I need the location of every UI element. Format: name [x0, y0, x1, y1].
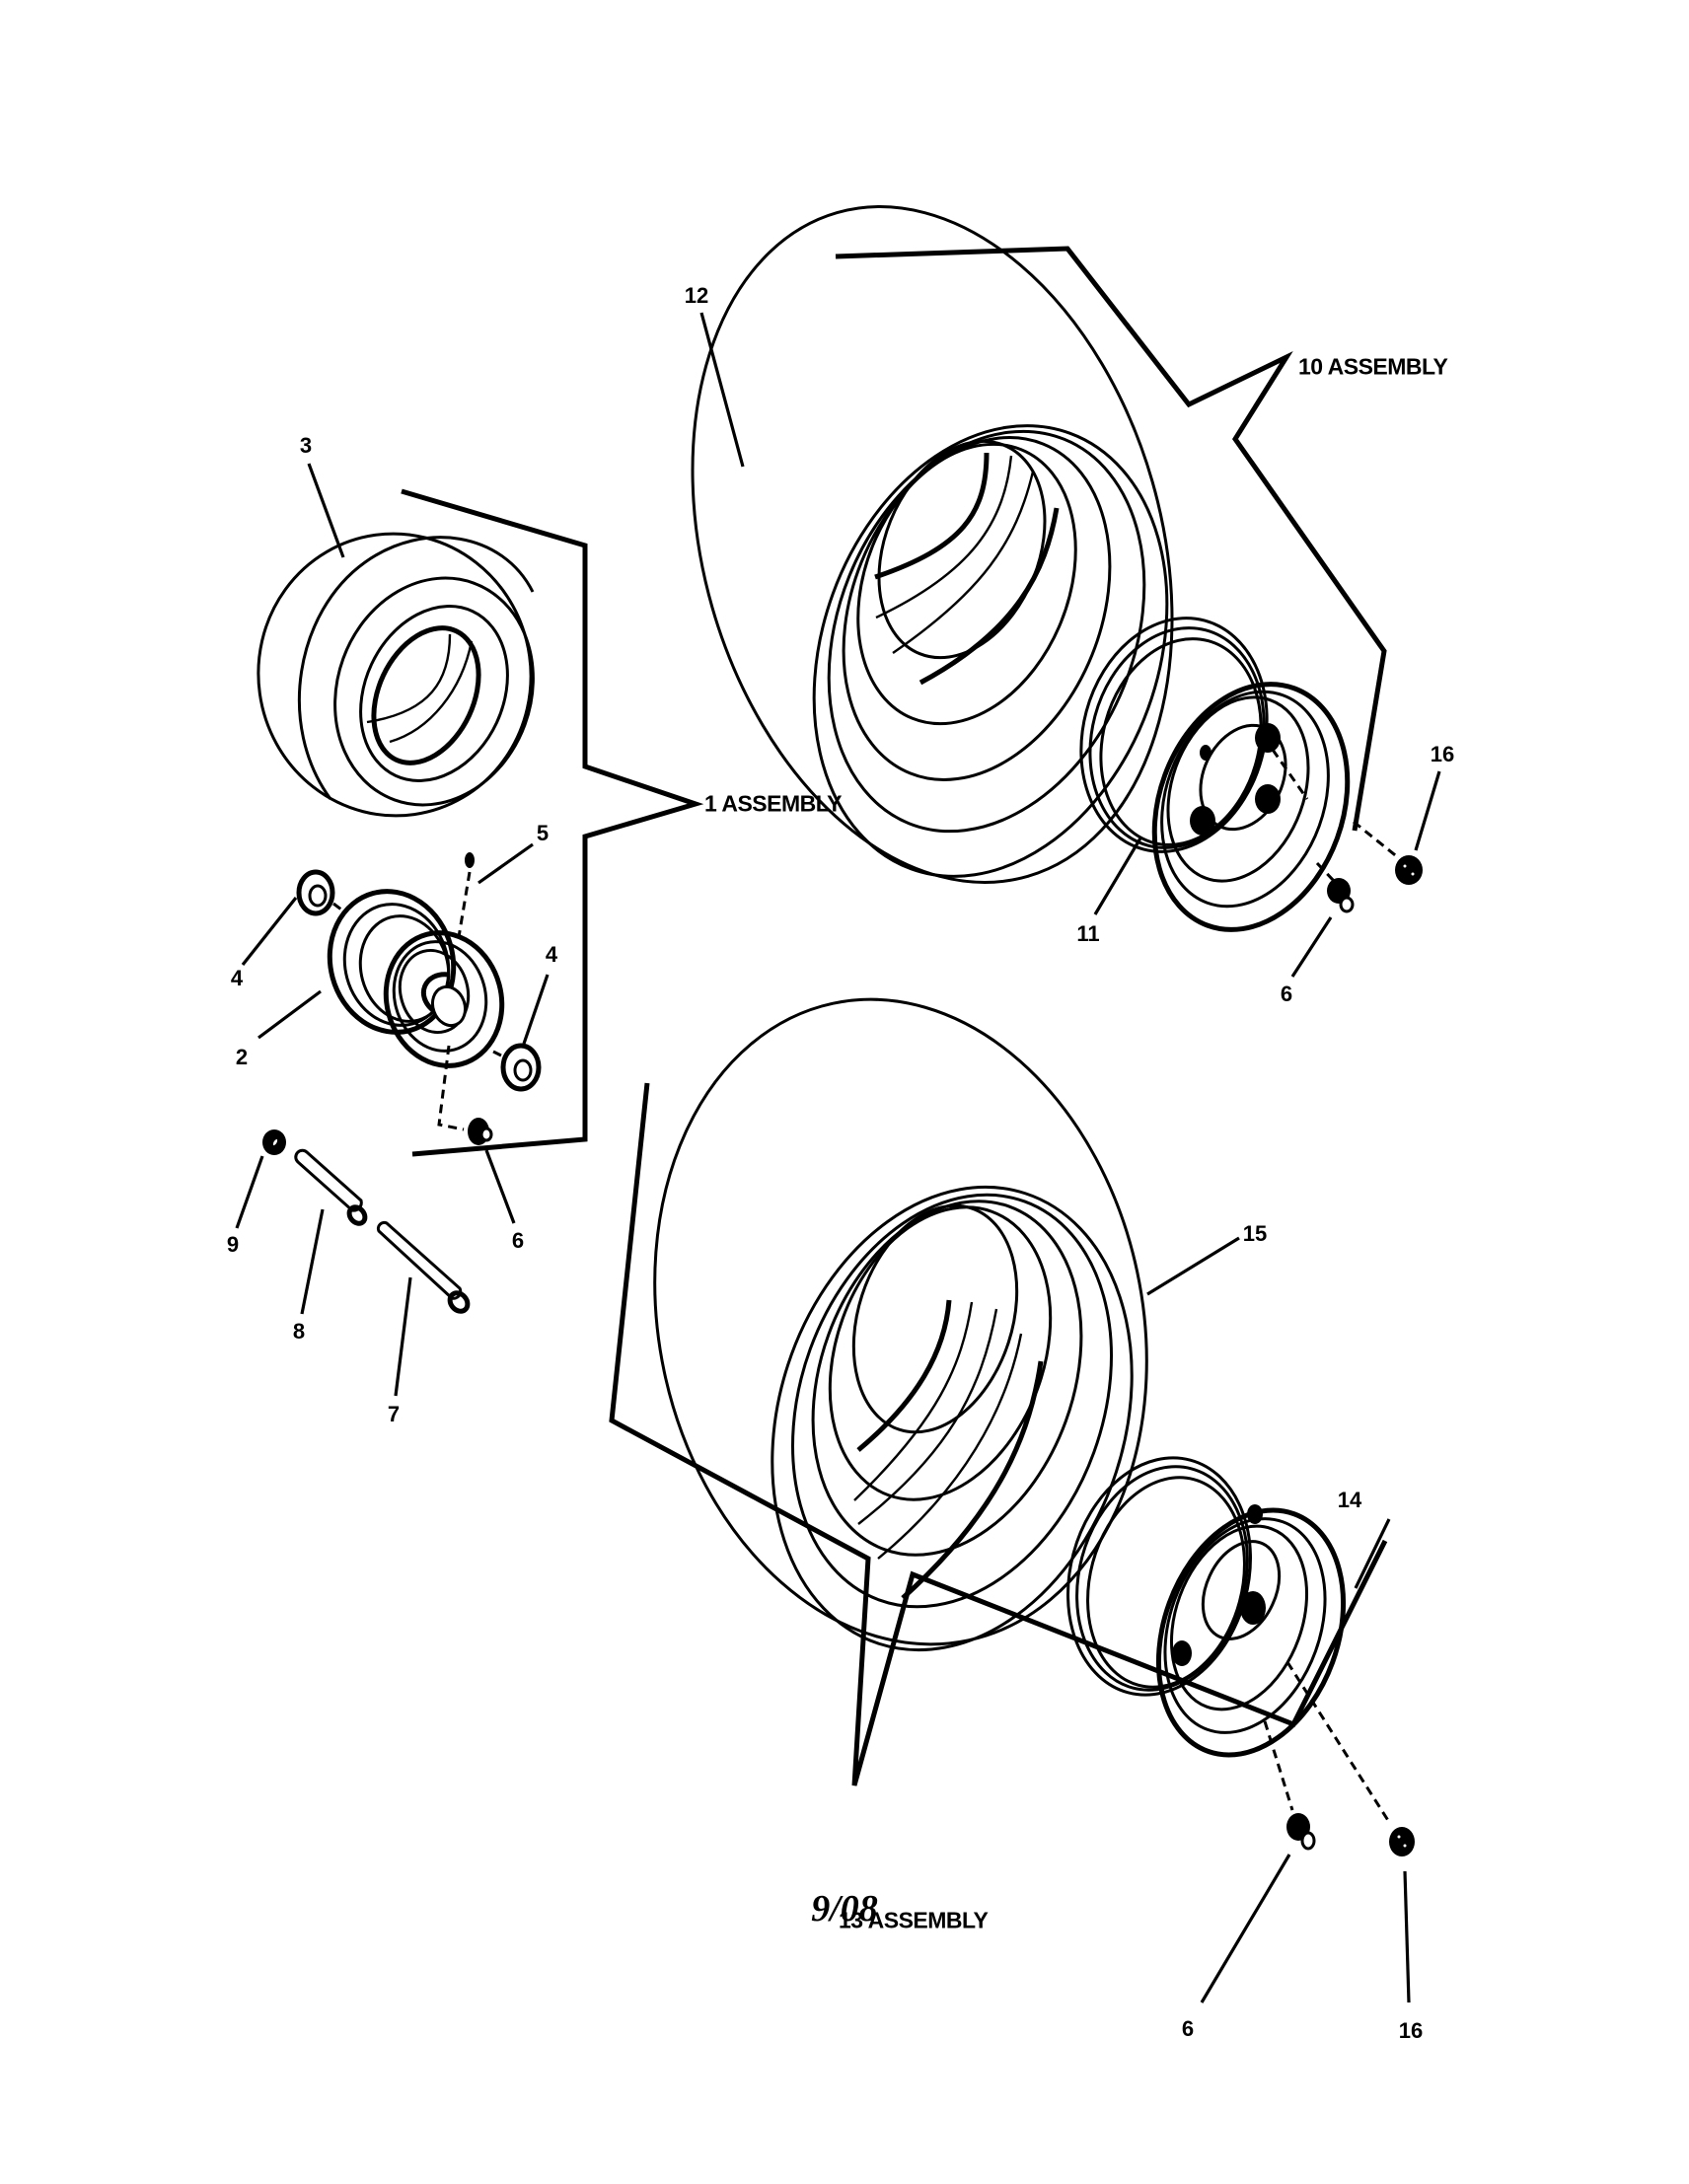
callout-5: 5 [536, 821, 550, 845]
valve-stem-6-rim14 [1286, 1813, 1316, 1851]
callout-16-bottom: 16 [1398, 2018, 1424, 2043]
bearing-4-right [500, 1043, 542, 1092]
lock-nut-9 [262, 1129, 286, 1155]
dash-bearing-left [332, 902, 346, 914]
wheel-rim-14 [1066, 1456, 1347, 1758]
callout-6-hub: 6 [511, 1228, 525, 1253]
dash-bearing-right [492, 1050, 502, 1057]
leader-3 [307, 463, 345, 558]
leader-12 [699, 312, 745, 468]
dash-rim14-valve [1263, 1720, 1294, 1811]
bearing-4-left [296, 869, 335, 916]
wheel-rim-2 [327, 889, 505, 1068]
leader-9 [235, 1155, 264, 1229]
leader-5 [477, 842, 534, 885]
callout-16-top: 16 [1430, 742, 1455, 766]
spacer-tube-8 [294, 1148, 368, 1226]
leader-14 [1354, 1518, 1391, 1589]
wheel-rim-11 [1079, 617, 1351, 932]
dash-valve [437, 1045, 465, 1131]
footer-date: 9/08 [811, 1888, 878, 1929]
bolt-7 [376, 1220, 471, 1314]
callout-7: 7 [387, 1402, 401, 1426]
tire-3 [257, 532, 535, 818]
valve-stem-6-hub [468, 1118, 493, 1145]
leader-7 [394, 1276, 412, 1397]
callout-14: 14 [1337, 1488, 1362, 1512]
callout-2: 2 [235, 1045, 249, 1069]
callout-9: 9 [226, 1232, 240, 1257]
grease-fitting-5 [465, 852, 475, 868]
leader-6-rim11 [1290, 916, 1333, 978]
leader-6-rim14 [1200, 1854, 1291, 2003]
dash-rim11-valve [1315, 861, 1336, 883]
leader-4-left [241, 897, 298, 966]
lug-nut-16-top [1395, 855, 1423, 885]
leader-4-right [522, 974, 550, 1045]
callout-15: 15 [1242, 1221, 1268, 1246]
tire-15 [653, 997, 1148, 1652]
callout-6-rim14: 6 [1181, 2016, 1195, 2041]
callout-8: 8 [292, 1319, 306, 1344]
callout-12: 12 [684, 283, 709, 308]
callout-6-rim11: 6 [1280, 982, 1293, 1006]
callout-4-right: 4 [545, 942, 558, 967]
lug-nut-16-bottom [1389, 1827, 1415, 1856]
tire-12 [691, 205, 1174, 884]
leader-15 [1146, 1236, 1240, 1296]
leader-16-top [1414, 770, 1441, 851]
dash-rim14-lug [1285, 1661, 1391, 1823]
dash-rim11-lug [1271, 749, 1400, 860]
leader-6-hub [484, 1149, 516, 1224]
assembly-bracket-10 [835, 246, 1387, 832]
assembly-label-10: 10 ASSEMBLY [1298, 353, 1448, 380]
leader-2 [257, 989, 322, 1040]
callout-3: 3 [299, 433, 313, 458]
dash-grease [457, 871, 472, 938]
assembly-label-13: 13 ASSEMBLY [839, 1907, 989, 1933]
leader-8 [300, 1208, 325, 1315]
assembly-bracket-1 [401, 488, 704, 1157]
leader-16-bottom [1403, 1870, 1411, 2003]
callout-11: 11 [1076, 921, 1100, 946]
leader-11 [1093, 836, 1143, 915]
callout-4-left: 4 [230, 966, 244, 990]
assembly-label-1: 1 ASSEMBLY [704, 790, 843, 817]
valve-stem-6-rim11 [1327, 878, 1355, 913]
